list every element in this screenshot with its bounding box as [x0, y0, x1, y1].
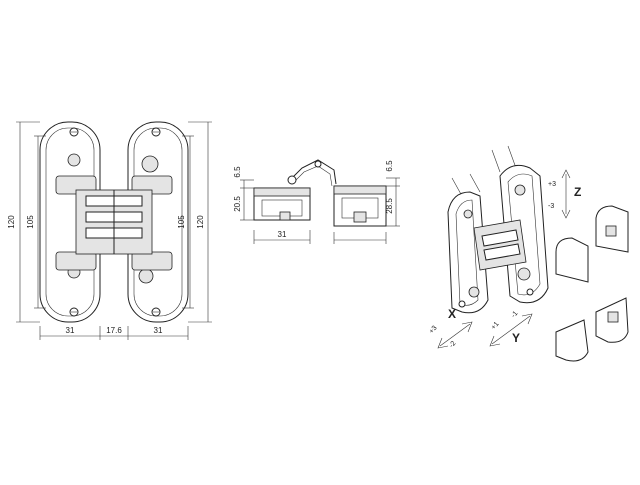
adjustment-axes: Z +3 -3 X +3 -2 Y +1 -1 [428, 169, 581, 349]
axis-label-y: Y [512, 331, 520, 345]
dim-left-width: 31 [66, 326, 75, 335]
front-dimensions: 120 105 105 120 31 17.6 31 [7, 121, 212, 340]
axis-label-z: Z [574, 185, 581, 199]
dim-side-width: 31 [278, 230, 287, 239]
dim-gap: 17.6 [106, 326, 122, 335]
dim-height-left: 20.5 [233, 196, 242, 212]
adjust-screw-icon [514, 184, 526, 196]
side-right-block [333, 185, 387, 227]
adjust-screw-icon [468, 286, 480, 298]
dim-body-height: 105 [26, 215, 35, 229]
dim-height-right: 28.5 [385, 198, 394, 214]
screw-hole-icon [458, 300, 466, 308]
x-plus-label: +3 [428, 325, 439, 336]
y-plus-label: +1 [490, 321, 501, 332]
cover-caps [555, 205, 629, 362]
axis-label-x: X [448, 307, 456, 321]
adjust-screw-icon [517, 267, 531, 281]
logo-mark-icon [607, 311, 619, 323]
dim-right-width: 31 [154, 326, 163, 335]
dim-overall-height-right: 120 [196, 215, 205, 229]
z-plus-label: +3 [548, 181, 556, 188]
pivot-icon [287, 175, 297, 185]
logo-mark-icon [605, 225, 617, 237]
dim-overall-height: 120 [7, 215, 16, 229]
front-view: 120 105 105 120 31 17.6 31 [7, 121, 212, 340]
side-dimensions: 6.5 20.5 31 6.5 28.5 [233, 160, 400, 244]
adjust-screw-icon [138, 268, 154, 284]
adjust-screw-icon [67, 153, 81, 167]
isometric-view: Z +3 -3 X +3 -2 Y +1 -1 [428, 145, 629, 362]
adjust-screw-icon [463, 209, 473, 219]
side-arm [287, 159, 337, 187]
hinge-mechanism [75, 189, 153, 255]
dim-top-offset-right: 6.5 [385, 160, 394, 172]
cover-cap-icon [555, 319, 589, 362]
y-minus-label: -1 [510, 310, 519, 319]
side-view: 6.5 20.5 31 6.5 28.5 [233, 159, 400, 244]
dim-top-offset-left: 6.5 [233, 166, 242, 178]
left-hinge-leaf [39, 121, 101, 323]
dim-body-height-right: 105 [177, 215, 186, 229]
screw-hole-icon [526, 288, 534, 296]
y-axis-arrow-icon [491, 315, 531, 345]
x-axis-arrow-icon [439, 323, 471, 347]
x-minus-label: -2 [448, 340, 457, 349]
side-left-block [253, 187, 311, 221]
pivot-icon [314, 160, 322, 168]
z-minus-label: -3 [548, 203, 554, 210]
adjust-screw-icon [141, 155, 159, 173]
iso-hinge-body [447, 145, 549, 314]
cover-cap-icon [555, 237, 589, 283]
